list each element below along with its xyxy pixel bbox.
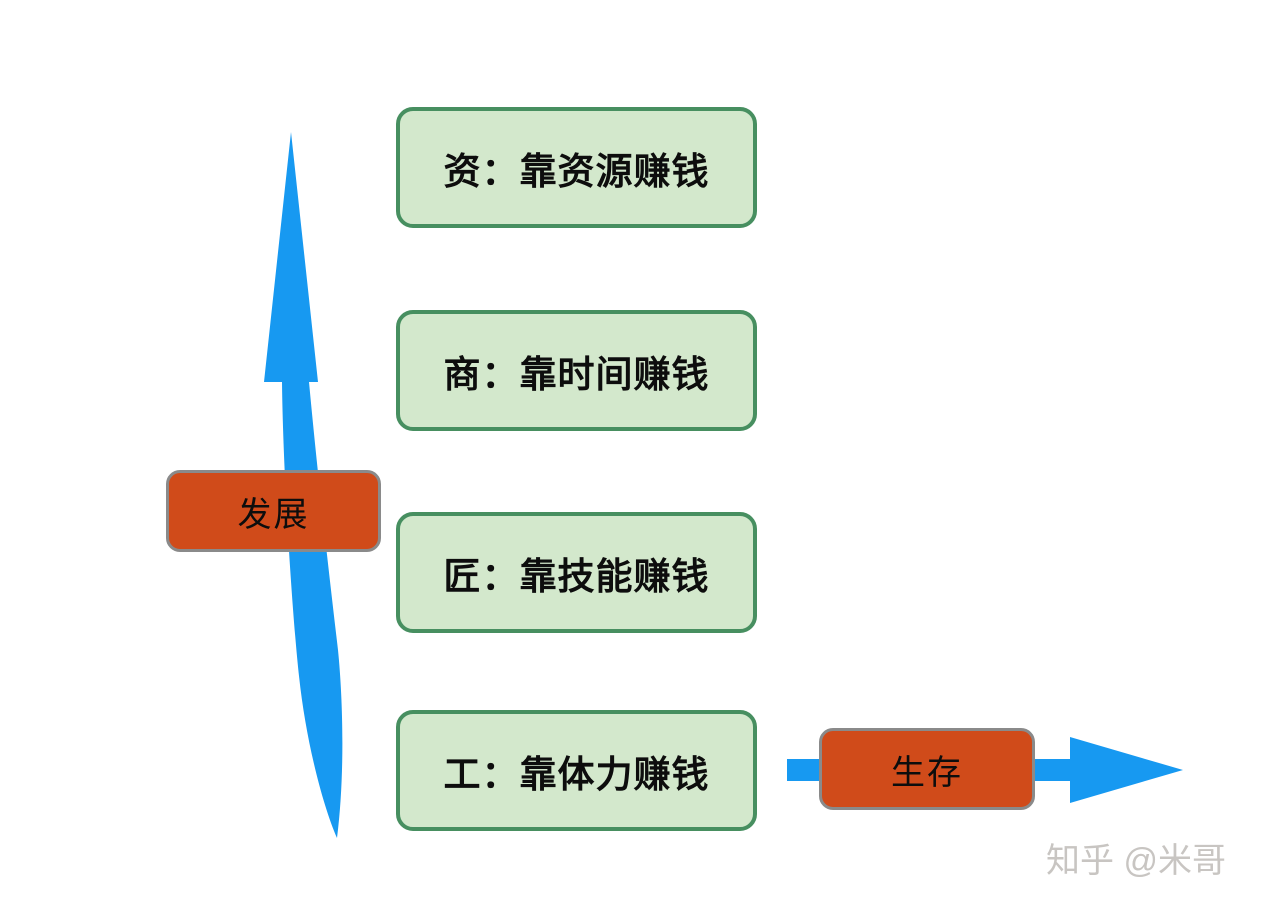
level-box-craft: 匠：靠技能赚钱	[396, 512, 757, 633]
axis-label-survival: 生存	[891, 753, 963, 792]
axis-label-development: 发展	[237, 495, 310, 534]
level-label-craft: 匠：靠技能赚钱	[443, 555, 710, 597]
level-box-resources: 资：靠资源赚钱	[396, 107, 757, 228]
level-label-resources: 资：靠资源赚钱	[443, 150, 710, 192]
level-box-labor: 工：靠体力赚钱	[396, 710, 757, 831]
axis-box-survival: 生存	[819, 728, 1035, 810]
level-label-labor: 工：靠体力赚钱	[443, 753, 710, 795]
axis-box-development: 发展	[166, 470, 381, 552]
level-box-commerce: 商：靠时间赚钱	[396, 310, 757, 431]
watermark: 知乎 @米哥	[1046, 842, 1226, 880]
level-label-commerce: 商：靠时间赚钱	[443, 353, 710, 395]
